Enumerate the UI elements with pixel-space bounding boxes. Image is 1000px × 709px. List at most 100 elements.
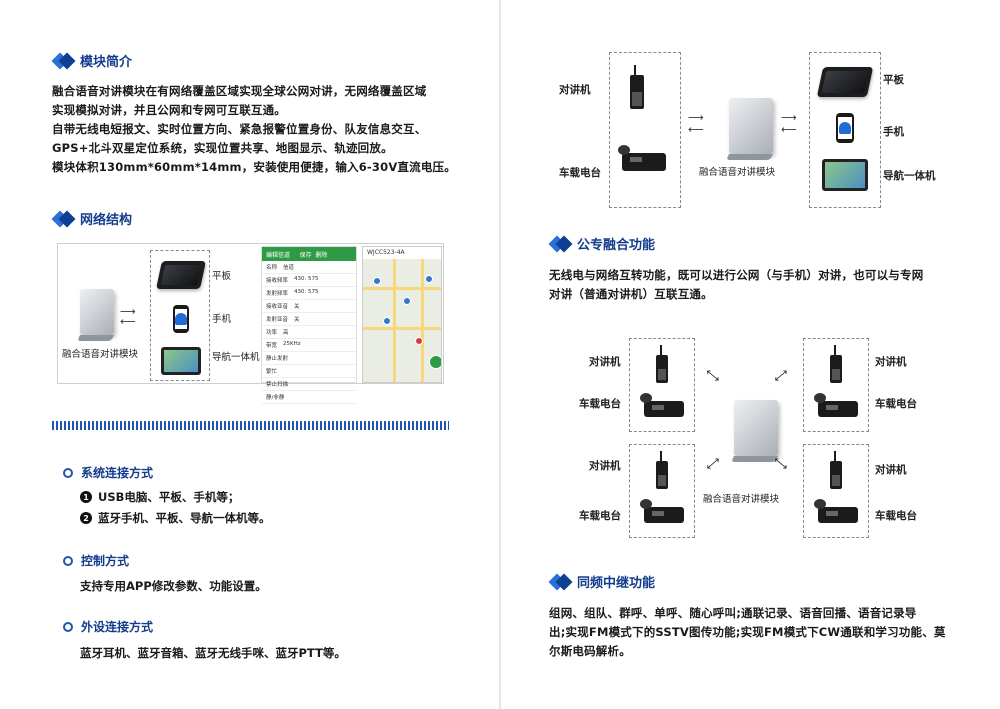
- intro-line: GPS+北斗双星定位系统，实现位置共享、地图显示、轨迹回放。: [52, 141, 393, 155]
- radio-box-tr: [803, 338, 869, 432]
- relay-line: 出;实现FM模式下的SSTV图传功能;实现FM模式下CW通联和学习功能、莫: [549, 625, 946, 639]
- arrow-left-icon: ⟵: [781, 123, 797, 136]
- walkie-talkie-image: [656, 345, 668, 383]
- arrow-right-icon: ⟶: [120, 305, 136, 318]
- diamond-icon: [551, 575, 571, 589]
- label-car-radio: 车载电台: [875, 398, 917, 410]
- module-image: [729, 98, 773, 154]
- intro-line: 融合语音对讲模块在有网络覆盖区域实现全球公网对讲，无网络覆盖区域: [52, 84, 427, 98]
- map-pin-icon: [425, 275, 433, 283]
- label-walkie: 对讲机: [875, 356, 907, 368]
- intro-paragraph: 融合语音对讲模块在有网络覆盖区域实现全球公网对讲，无网络覆盖区域 实现模拟对讲，…: [52, 82, 472, 177]
- car-radio-image: [618, 145, 666, 171]
- device-label-navigator: 导航一体机: [212, 352, 260, 363]
- app-row: 接收亚音关: [262, 300, 356, 313]
- map-pin-icon: [373, 277, 381, 285]
- control-text: 支持专用APP修改参数、功能设置。: [80, 579, 267, 593]
- car-radio-image: [640, 499, 684, 523]
- label-car-radio: 车载电台: [559, 167, 601, 179]
- app-header: 编辑信道 保存 删除: [262, 247, 356, 261]
- label-car-radio: 车载电台: [875, 510, 917, 522]
- intro-title: 模块简介: [80, 55, 133, 70]
- right-page: 对讲机 车载电台 ⟶ ⟵ 融合语音对讲模块 ⟶ ⟵ 平板 手机 导航一体机 公专…: [501, 0, 1000, 709]
- page-spine: [499, 0, 501, 709]
- walkie-talkie-image: [830, 451, 842, 489]
- map-locate-icon[interactable]: [429, 355, 441, 369]
- label-car-radio: 车载电台: [579, 510, 621, 522]
- peripheral-text: 蓝牙耳机、蓝牙音箱、蓝牙无线手咪、蓝牙PTT等。: [80, 646, 346, 660]
- radio-box-bl: [629, 444, 695, 538]
- arrow-right-icon: ⟶: [781, 111, 797, 124]
- intro-line: 自带无线电短报文、实时位置方向、紧急报警位置身份、队友信息交互、: [52, 122, 427, 136]
- relay-paragraph: 组网、组队、群呼、单呼、随心呼叫;通联记录、语音回播、语音记录导 出;实现FM模…: [549, 604, 979, 661]
- label-walkie: 对讲机: [589, 460, 621, 472]
- arrow-diag-icon: ⟷: [770, 365, 792, 386]
- map-screenshot: WJCC523-4A: [362, 246, 442, 383]
- module-label: 融合语音对讲模块: [699, 167, 776, 178]
- number-badge: 2: [80, 512, 92, 524]
- diamond-icon: [551, 237, 571, 251]
- ring-icon: [63, 555, 73, 566]
- peripheral-heading: 外设连接方式: [63, 618, 153, 635]
- app-row: 静止发射: [262, 352, 356, 365]
- module-label: 融合语音对讲模块: [703, 494, 780, 505]
- fusion-line: 无线电与网络互转功能，既可以进行公网（与手机）对讲，也可以与专网: [549, 268, 924, 282]
- radio-box-br: [803, 444, 869, 538]
- device-box: [809, 52, 881, 208]
- map-header: WJCC523-4A: [363, 247, 441, 259]
- connect-item: 1 USB电脑、平板、手机等；: [80, 489, 239, 505]
- car-radio-image: [814, 499, 858, 523]
- label-walkie: 对讲机: [589, 356, 621, 368]
- intro-heading: 模块简介: [54, 51, 132, 70]
- walkie-talkie-image: [656, 451, 668, 489]
- car-radio-image: [814, 393, 858, 417]
- map-pin-icon: [383, 317, 391, 325]
- walkie-talkie-image: [830, 345, 842, 383]
- arrow-diag-icon: ⟷: [702, 365, 724, 386]
- module-image: [734, 400, 778, 456]
- navigator-image: [161, 347, 201, 375]
- device-label-tablet: 平板: [212, 271, 232, 282]
- phone-image: [173, 305, 189, 333]
- walkie-talkie-image: [630, 65, 644, 109]
- map-pin-icon: [403, 297, 411, 305]
- module-image: [80, 289, 114, 335]
- app-row: 名称信道: [262, 261, 356, 274]
- connect-heading: 系统连接方式: [63, 464, 153, 481]
- label-car-radio: 车载电台: [579, 398, 621, 410]
- device-label-phone: 手机: [212, 314, 232, 325]
- relay-line: 尔斯电码解析。: [549, 644, 631, 658]
- label-walkie: 对讲机: [875, 464, 907, 476]
- fusion-line: 对讲（普通对讲机）互联互通。: [549, 287, 713, 301]
- radio-box: [609, 52, 681, 208]
- map-pin-icon: [415, 337, 423, 345]
- ring-icon: [63, 621, 73, 632]
- app-row: 功率高: [262, 326, 356, 339]
- module-label: 融合语音对讲模块: [62, 349, 139, 360]
- relay-heading: 同频中继功能: [551, 572, 655, 591]
- label-tablet: 平板: [883, 74, 904, 86]
- arrow-right-icon: ⟶: [688, 111, 704, 124]
- network-figure: ⟶ ⟵ 融合语音对讲模块 平板 手机 导航一体机 编辑信道 保存 删除 名称信道…: [57, 243, 444, 404]
- left-page: 模块简介 融合语音对讲模块在有网络覆盖区域实现全球公网对讲，无网络覆盖区域 实现…: [0, 0, 500, 709]
- fusion-heading: 公专融合功能: [551, 234, 655, 253]
- label-phone: 手机: [883, 126, 904, 138]
- diamond-icon: [54, 212, 74, 226]
- car-radio-image: [640, 393, 684, 417]
- device-box: [150, 250, 210, 381]
- app-row: 静/非静: [262, 391, 356, 404]
- connect-item: 2 蓝牙手机、平板、导航一体机等。: [80, 510, 271, 526]
- network-title: 网络结构: [80, 213, 133, 228]
- tablet-image: [156, 261, 206, 289]
- control-heading: 控制方式: [63, 552, 129, 569]
- arrow-left-icon: ⟵: [688, 123, 704, 136]
- app-row: 发射亚音关: [262, 313, 356, 326]
- phone-image: [836, 113, 854, 143]
- label-walkie: 对讲机: [559, 84, 591, 96]
- intro-line: 模块体积130mm*60mm*14mm，安装使用便捷，输入6-30V直流电压。: [52, 160, 456, 174]
- network-heading: 网络结构: [54, 209, 132, 228]
